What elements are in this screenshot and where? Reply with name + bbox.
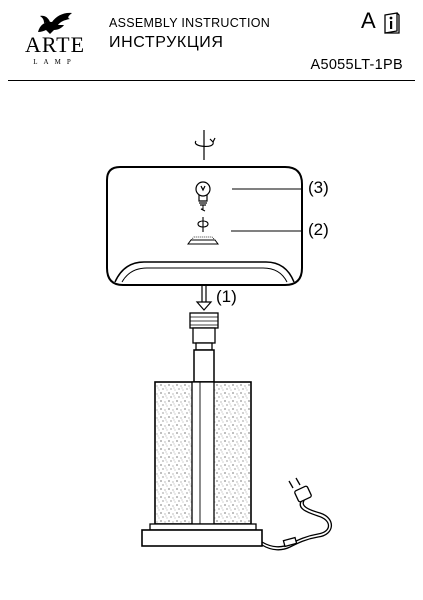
- title-russian: ИНСТРУКЦИЯ: [109, 34, 224, 51]
- energy-class: A: [361, 8, 376, 33]
- winged-lion-icon: [38, 12, 72, 35]
- callout-1: (1): [216, 287, 237, 306]
- down-arrow-icon: [195, 286, 213, 311]
- title-english: ASSEMBLY INSTRUCTION: [109, 16, 271, 30]
- power-cord: [261, 498, 333, 551]
- header: ARTE LAMP ASSEMBLY INSTRUCTION ИНСТРУКЦИ…: [0, 0, 423, 80]
- header-divider: [8, 80, 415, 81]
- callout-3: (3): [308, 178, 329, 197]
- shade-ring: [187, 236, 219, 245]
- brand-name: ARTE: [24, 32, 86, 57]
- holder-rotate-icon: [197, 217, 209, 232]
- bulb-icon: [195, 181, 211, 212]
- lamp-base: [141, 312, 263, 547]
- model-number: A5055LT-1PB: [310, 57, 403, 73]
- callout-2: (2): [308, 220, 329, 239]
- brand-subname: LAMP: [33, 58, 77, 66]
- plug: [288, 477, 312, 503]
- shade: [106, 166, 303, 286]
- brand-logo: ARTE LAMP: [20, 6, 90, 72]
- info-icon: [384, 12, 400, 34]
- rotate-icon: [194, 130, 216, 160]
